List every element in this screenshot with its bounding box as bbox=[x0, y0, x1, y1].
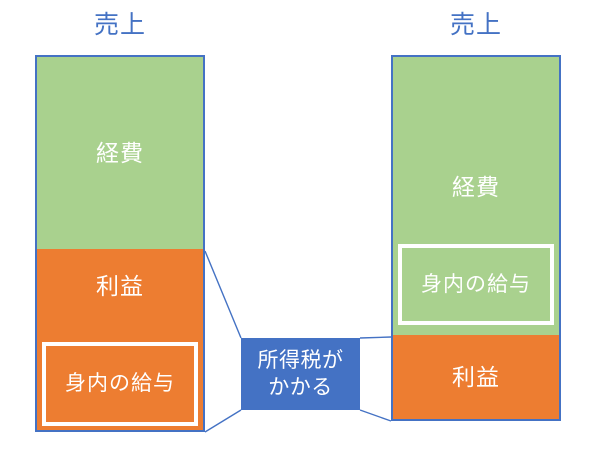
connector-right-top bbox=[359, 336, 392, 339]
left-bar-inner-box-family-salary: 身内の給与 bbox=[42, 342, 198, 426]
left-stacked-bar: 経費 利益 身内の給与 bbox=[35, 55, 205, 432]
left-bar-segment-expenses-label: 経費 bbox=[96, 140, 144, 166]
left-bar-segment-profit-label: 利益 bbox=[96, 273, 144, 299]
right-bar-segment-expenses-label: 経費 bbox=[452, 174, 500, 200]
right-bar-inner-box-family-salary: 身内の給与 bbox=[398, 244, 554, 325]
left-bar-inner-box-family-salary-label: 身内の給与 bbox=[65, 372, 175, 395]
left-bar-segment-expenses: 経費 bbox=[37, 57, 203, 249]
right-bar-inner-box-family-salary-label: 身内の給与 bbox=[421, 272, 531, 296]
connector-left-top bbox=[204, 250, 242, 339]
connector-right-bottom bbox=[359, 409, 392, 422]
right-column-title: 売上 bbox=[449, 11, 502, 39]
right-bar-segment-profit-label: 利益 bbox=[452, 364, 500, 390]
income-tax-callout-line1: 所得税が bbox=[257, 349, 344, 372]
right-stacked-bar: 経費 利益 身内の給与 bbox=[391, 55, 561, 421]
income-tax-callout: 所得税が かかる bbox=[241, 338, 360, 410]
connector-left-bottom bbox=[204, 409, 242, 433]
left-column-title: 売上 bbox=[93, 11, 146, 39]
right-bar-segment-profit: 利益 bbox=[393, 335, 559, 419]
income-tax-callout-line2: かかる bbox=[268, 376, 333, 399]
